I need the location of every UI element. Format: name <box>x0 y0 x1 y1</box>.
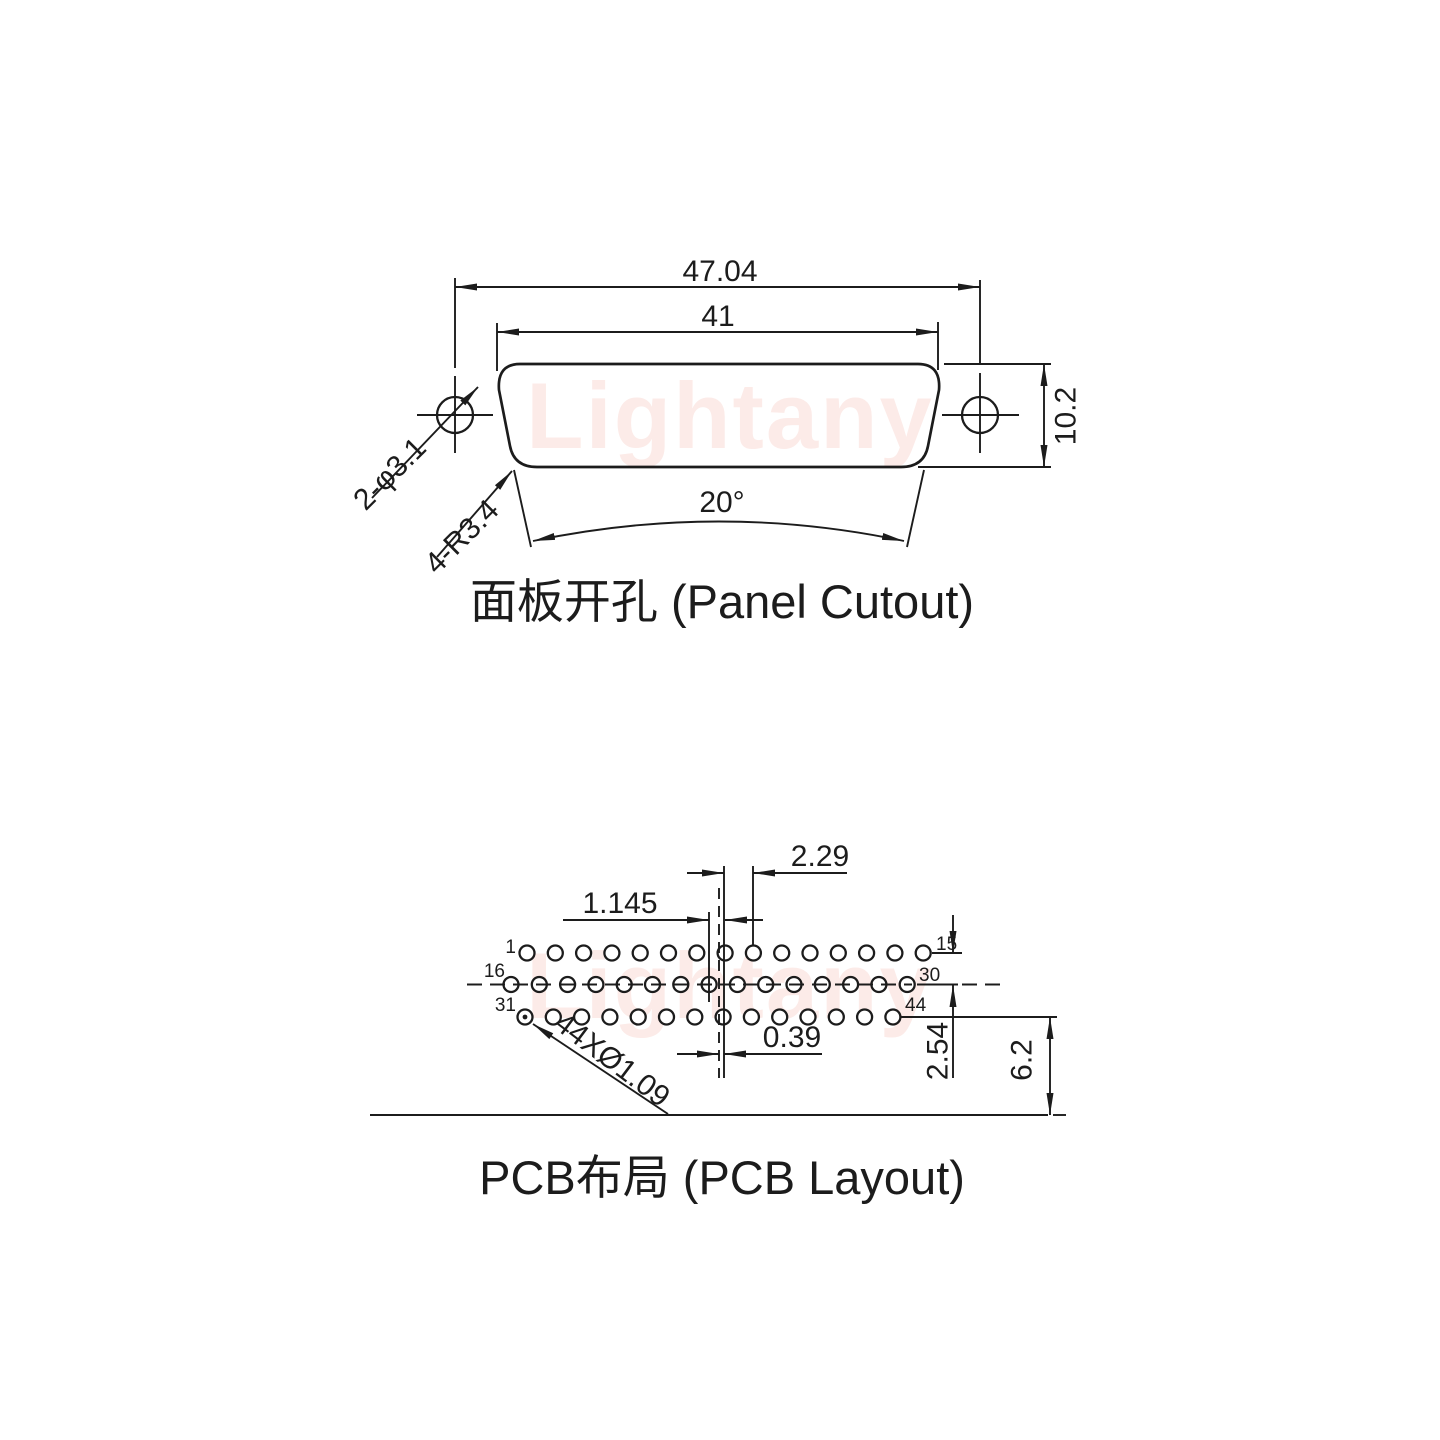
pin-hole <box>572 1008 591 1026</box>
dim-row-spacing-2-54: 2.54 <box>922 915 957 1080</box>
dim-inner-width-value: 41 <box>701 300 734 333</box>
label-mount-holes-text: 2-φ3.1 <box>347 431 432 516</box>
pin-hole <box>857 944 876 962</box>
pcb-layout-drawing: Lightany 2.29 1.145 0.39 <box>370 840 1066 1204</box>
pin-hole <box>771 1008 789 1026</box>
pin-hole <box>546 944 564 962</box>
dim-outer-width-47-04: 47.04 <box>454 255 981 368</box>
mounting-hole-left <box>417 376 493 453</box>
pcb-layout-title: PCB布局 (PCB Layout) <box>479 1151 965 1204</box>
dim-edge-distance-6-2: 6.2 <box>1006 1017 1054 1115</box>
label-corner-radius-4-r3-4: 4-R3.4 <box>418 470 513 581</box>
extension-line <box>513 469 532 548</box>
pin-hole <box>773 944 791 962</box>
pin-label-31: 31 <box>495 995 516 1016</box>
pin-label-44: 44 <box>905 995 927 1016</box>
dim-angle-20deg: 20° <box>513 469 925 548</box>
dim-inner-width-41: 41 <box>496 300 939 371</box>
dim-half-pitch-1-145: 1.145 <box>563 887 763 924</box>
pin-hole <box>601 1008 619 1026</box>
pin-hole <box>855 1008 874 1026</box>
dim-center-offset-0-39: 0.39 <box>677 1021 822 1058</box>
dim-outer-width-value: 47.04 <box>682 255 757 288</box>
label-mount-holes-2-phi3-1: 2-φ3.1 <box>347 386 479 517</box>
dim-half-pitch-value: 1.145 <box>582 887 657 920</box>
pin-label-15: 15 <box>936 934 957 955</box>
pin-hole <box>544 1008 562 1026</box>
panel-cutout-title: 面板开孔 (Panel Cutout) <box>470 575 974 628</box>
pin-hole <box>742 1008 761 1026</box>
pin-hole <box>688 944 706 962</box>
pin-hole <box>659 944 678 962</box>
dim-center-offset-value: 0.39 <box>763 1021 821 1054</box>
pin-hole <box>518 944 536 962</box>
pin-31-center-dot <box>522 1014 528 1020</box>
mounting-hole-right <box>942 373 1019 453</box>
pin-hole <box>801 944 819 962</box>
pin-hole <box>829 944 847 962</box>
pin-hole <box>686 1008 704 1026</box>
pin-hole <box>629 1008 647 1026</box>
leader-line <box>532 1023 669 1115</box>
pin-hole <box>914 944 932 962</box>
pin-hole <box>886 944 904 962</box>
pin-hole <box>827 1008 845 1026</box>
leader-line <box>371 386 479 499</box>
pin-hole <box>799 1008 817 1026</box>
dim-angle-value: 20° <box>699 486 744 519</box>
dim-height-10-2: 10.2 <box>918 363 1083 468</box>
pin-label-1: 1 <box>505 937 516 958</box>
dim-pitch-2-29: 2.29 <box>687 840 849 877</box>
dim-pitch-value: 2.29 <box>791 840 849 873</box>
panel-cutout-outline <box>497 362 941 469</box>
watermark-text-top: Lightany <box>526 363 934 468</box>
extension-line <box>906 469 925 548</box>
dim-row-spacing-value: 2.54 <box>922 1022 955 1080</box>
angle-arc <box>532 520 905 542</box>
pin-hole <box>574 944 593 962</box>
pin-hole <box>631 944 649 962</box>
dim-height-value: 10.2 <box>1050 387 1083 445</box>
leader-line <box>436 470 513 558</box>
panel-cutout-drawing: Lightany 47.04 41 10. <box>347 255 1082 628</box>
dim-edge-distance-value: 6.2 <box>1006 1039 1039 1081</box>
pin-hole <box>657 1008 676 1026</box>
pin-hole <box>744 944 763 962</box>
label-corner-radius-text: 4-R3.4 <box>418 493 505 580</box>
pin-hole <box>716 944 734 962</box>
pin-hole <box>603 944 621 962</box>
pin-hole <box>884 1008 902 1026</box>
pin-label-16: 16 <box>484 961 505 982</box>
pin-label-30: 30 <box>919 965 940 986</box>
